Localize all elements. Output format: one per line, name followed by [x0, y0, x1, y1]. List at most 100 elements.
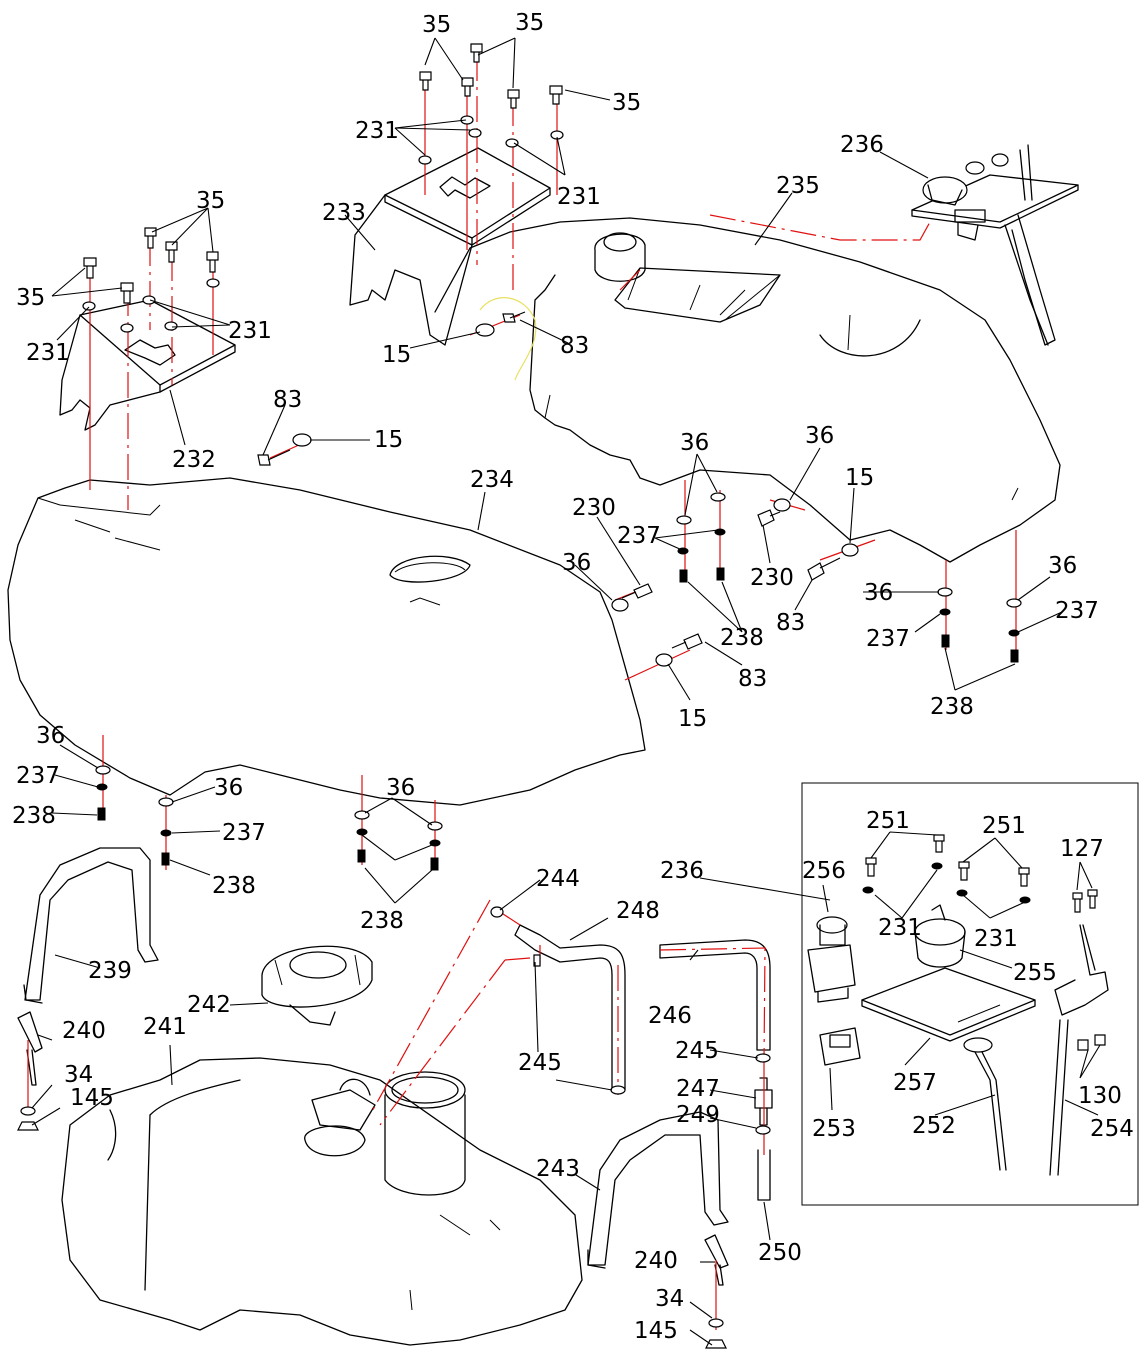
callout-255: 255 [1013, 960, 1057, 986]
callout-36: 36 [680, 430, 709, 456]
callout-35: 35 [515, 10, 544, 36]
strap-243 [587, 1111, 729, 1269]
callout-237: 237 [866, 626, 910, 652]
callout-234: 234 [470, 467, 514, 493]
callout-83: 83 [776, 610, 805, 636]
fuel-cap-242 [261, 945, 373, 1026]
leader-lines [31, 37, 1101, 1346]
callout-36: 36 [805, 423, 834, 449]
callout-251: 251 [866, 808, 910, 834]
callout-145: 145 [70, 1085, 114, 1111]
callout-251: 251 [982, 813, 1026, 839]
callout-243: 243 [536, 1156, 580, 1182]
callout-130: 130 [1078, 1083, 1122, 1109]
callout-253: 253 [812, 1116, 856, 1142]
callout-15: 15 [382, 342, 411, 368]
callout-239: 239 [88, 958, 132, 984]
bolts-35 [83, 43, 1098, 913]
callout-145: 145 [634, 1318, 678, 1344]
callout-242: 242 [187, 992, 231, 1018]
ignition-255 [914, 904, 966, 968]
lock-washers-237 [96, 528, 1031, 904]
callout-237: 237 [222, 820, 266, 846]
rod-240-right [704, 1234, 729, 1286]
plate-257 [861, 967, 1036, 1042]
callout-35: 35 [16, 285, 45, 311]
callout-230: 230 [750, 565, 794, 591]
callout-252: 252 [912, 1113, 956, 1139]
fuel-tank-241 [61, 1057, 583, 1346]
cable-252 [963, 1037, 1007, 1171]
callout-230: 230 [572, 495, 616, 521]
callout-245: 245 [518, 1050, 562, 1076]
callout-241: 241 [143, 1014, 187, 1040]
inset-frame [801, 782, 1139, 1206]
callout-231: 231 [878, 915, 922, 941]
callout-127: 127 [1060, 836, 1104, 862]
switch-256 [807, 916, 856, 1003]
callout-249: 249 [676, 1102, 720, 1128]
highlight-arc [479, 297, 537, 381]
callout-36: 36 [562, 550, 591, 576]
callout-36: 36 [1048, 553, 1077, 579]
shroud-235 [434, 217, 1061, 563]
callout-35: 35 [196, 188, 225, 214]
rod-240-left [17, 1011, 43, 1086]
callout-labels: 35 35 35 231 231 233 35 35 231 231 232 1… [12, 10, 1134, 1344]
callout-244: 244 [536, 866, 580, 892]
callout-238: 238 [360, 908, 404, 934]
callout-34: 34 [655, 1286, 684, 1312]
callout-83: 83 [560, 333, 589, 359]
callout-235: 235 [776, 173, 820, 199]
callout-246: 246 [648, 1003, 692, 1029]
callout-238: 238 [930, 694, 974, 720]
bracket-232 [59, 299, 236, 431]
callout-238: 238 [12, 803, 56, 829]
callout-232: 232 [172, 447, 216, 473]
callout-15: 15 [678, 706, 707, 732]
callout-83: 83 [738, 666, 767, 692]
shroud-234 [7, 477, 646, 806]
switch-253 [819, 1027, 861, 1066]
callout-35: 35 [422, 12, 451, 38]
callout-15: 15 [374, 427, 403, 453]
bracket-254 [1049, 924, 1109, 1176]
bolts-83-230 [257, 311, 841, 650]
hose-246 [659, 939, 771, 1051]
callout-15: 15 [845, 465, 874, 491]
callout-240: 240 [634, 1248, 678, 1274]
callout-35: 35 [612, 90, 641, 116]
callout-233: 233 [322, 200, 366, 226]
washers [20, 115, 1022, 1328]
control-panel-236 [911, 144, 1079, 346]
callout-36: 36 [36, 723, 65, 749]
callout-247: 247 [676, 1076, 720, 1102]
callout-238: 238 [212, 873, 256, 899]
callout-254: 254 [1090, 1116, 1134, 1142]
callout-36: 36 [864, 580, 893, 606]
callout-231: 231 [974, 926, 1018, 952]
callout-238: 238 [720, 625, 764, 651]
callout-83: 83 [273, 387, 302, 413]
callout-237: 237 [1055, 598, 1099, 624]
screws-238 [97, 567, 1019, 871]
strap-239 [23, 847, 159, 1004]
callout-257: 257 [893, 1070, 937, 1096]
callout-245: 245 [675, 1038, 719, 1064]
callout-231: 231 [26, 340, 70, 366]
callout-237: 237 [617, 523, 661, 549]
callout-236: 236 [660, 858, 704, 884]
callout-36: 36 [214, 775, 243, 801]
callout-36: 36 [386, 775, 415, 801]
callout-236: 236 [840, 132, 884, 158]
callout-231: 231 [228, 318, 272, 344]
callout-231: 231 [355, 118, 399, 144]
callout-240: 240 [62, 1018, 106, 1044]
callout-231: 231 [557, 184, 601, 210]
callout-34: 34 [64, 1062, 93, 1088]
hose-250 [757, 1149, 771, 1201]
callout-237: 237 [16, 763, 60, 789]
bracket-233 [349, 147, 551, 346]
callout-256: 256 [802, 858, 846, 884]
